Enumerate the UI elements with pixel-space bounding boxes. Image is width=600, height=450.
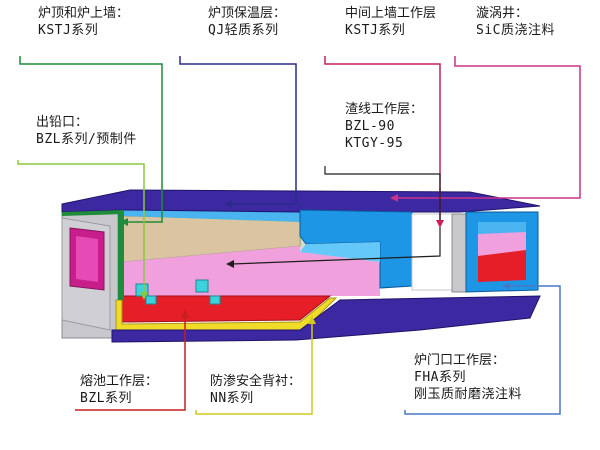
grey-separator xyxy=(451,213,467,293)
label-anti-seep-series: NN系列 xyxy=(210,391,254,406)
arrow-roof-insul xyxy=(224,200,232,208)
leader-door xyxy=(404,285,561,415)
arrow-door xyxy=(502,282,510,290)
label-roof-insul-series: QJ轻质系列 xyxy=(208,23,279,38)
leader-anti-seep xyxy=(195,324,313,415)
pink-ceiling xyxy=(122,216,300,262)
label-vortex-title: 漩涡井： xyxy=(476,6,529,21)
label-melt-series: BZL系列 xyxy=(80,391,132,406)
arrow-melt xyxy=(181,310,189,318)
label-door-series-1: FHA系列 xyxy=(414,370,466,385)
leader-vortex xyxy=(396,56,581,199)
label-anti-seep: 防渗安全背衬： NN系列 xyxy=(210,373,301,407)
cyan-marker-2 xyxy=(195,279,209,293)
label-door-series-2: 刚玉质耐磨浇注料 xyxy=(414,387,523,402)
label-door-title: 炉门口工作层： xyxy=(414,353,506,368)
label-vortex-well: 漩涡井： SiC质浇注料 xyxy=(476,5,555,39)
arrow-furnace-roof xyxy=(120,218,128,226)
arrow-lead-outlet xyxy=(140,292,148,300)
mid-white-opening xyxy=(411,213,453,291)
leader-melt-pool xyxy=(75,318,186,411)
leader-lead-outlet xyxy=(17,160,145,292)
leader-slag-line xyxy=(231,166,441,265)
mid-blue-inner xyxy=(300,242,380,262)
leader-roof-insul xyxy=(179,56,297,204)
label-furnace-roof-series: KSTJ系列 xyxy=(38,23,99,38)
label-melt-pool: 熔池工作层： BZL系列 xyxy=(80,373,158,407)
arrow-anti-seep xyxy=(308,316,316,324)
vortex-pink xyxy=(478,230,526,256)
label-slag-series-1: BZL-90 xyxy=(345,119,395,134)
purple-roof xyxy=(61,189,541,213)
arrow-slag xyxy=(226,260,234,268)
cyan-marker-4 xyxy=(209,295,221,305)
label-roof-insulation: 炉顶保温层： QJ轻质系列 xyxy=(208,5,286,39)
label-slag-title: 渣线工作层： xyxy=(345,102,424,117)
cyan-marker-3 xyxy=(145,295,157,305)
vortex-blue-top xyxy=(478,222,526,234)
label-lead-title: 出铅口： xyxy=(36,115,89,130)
label-mid-wall-series: KSTJ系列 xyxy=(345,23,406,38)
label-mid-upper-wall: 中间上墙工作层 KSTJ系列 xyxy=(345,5,436,39)
arrow-mid-wall xyxy=(436,220,444,228)
label-furnace-door: 炉门口工作层： FHA系列 刚玉质耐磨浇注料 xyxy=(414,352,522,403)
label-vortex-series: SiC质浇注料 xyxy=(476,23,555,38)
label-roof-insul-title: 炉顶保温层： xyxy=(208,6,287,21)
leader-mid-wall xyxy=(324,56,441,220)
pink-working-zone xyxy=(122,246,380,296)
label-lead-outlet: 出铅口： BZL系列/预制件 xyxy=(36,114,137,148)
label-lead-series: BZL系列/预制件 xyxy=(36,132,137,147)
lead-outlet-inner xyxy=(76,236,98,282)
arrow-vortex xyxy=(390,194,398,202)
label-melt-title: 熔池工作层： xyxy=(80,374,159,389)
label-slag-series-2: KTGY-95 xyxy=(345,136,404,151)
roof-edge-green xyxy=(62,210,124,216)
label-anti-seep-title: 防渗安全背衬： xyxy=(210,374,302,389)
leader-furnace-roof xyxy=(19,56,163,223)
green-inner-wall xyxy=(118,210,124,300)
label-furnace-roof-title: 炉顶和炉上墙： xyxy=(38,6,130,21)
label-furnace-roof-wall: 炉顶和炉上墙： KSTJ系列 xyxy=(38,5,129,39)
label-mid-wall-title: 中间上墙工作层 xyxy=(345,6,437,21)
label-slag-line: 渣线工作层： BZL-90 KTGY-95 xyxy=(345,101,423,152)
